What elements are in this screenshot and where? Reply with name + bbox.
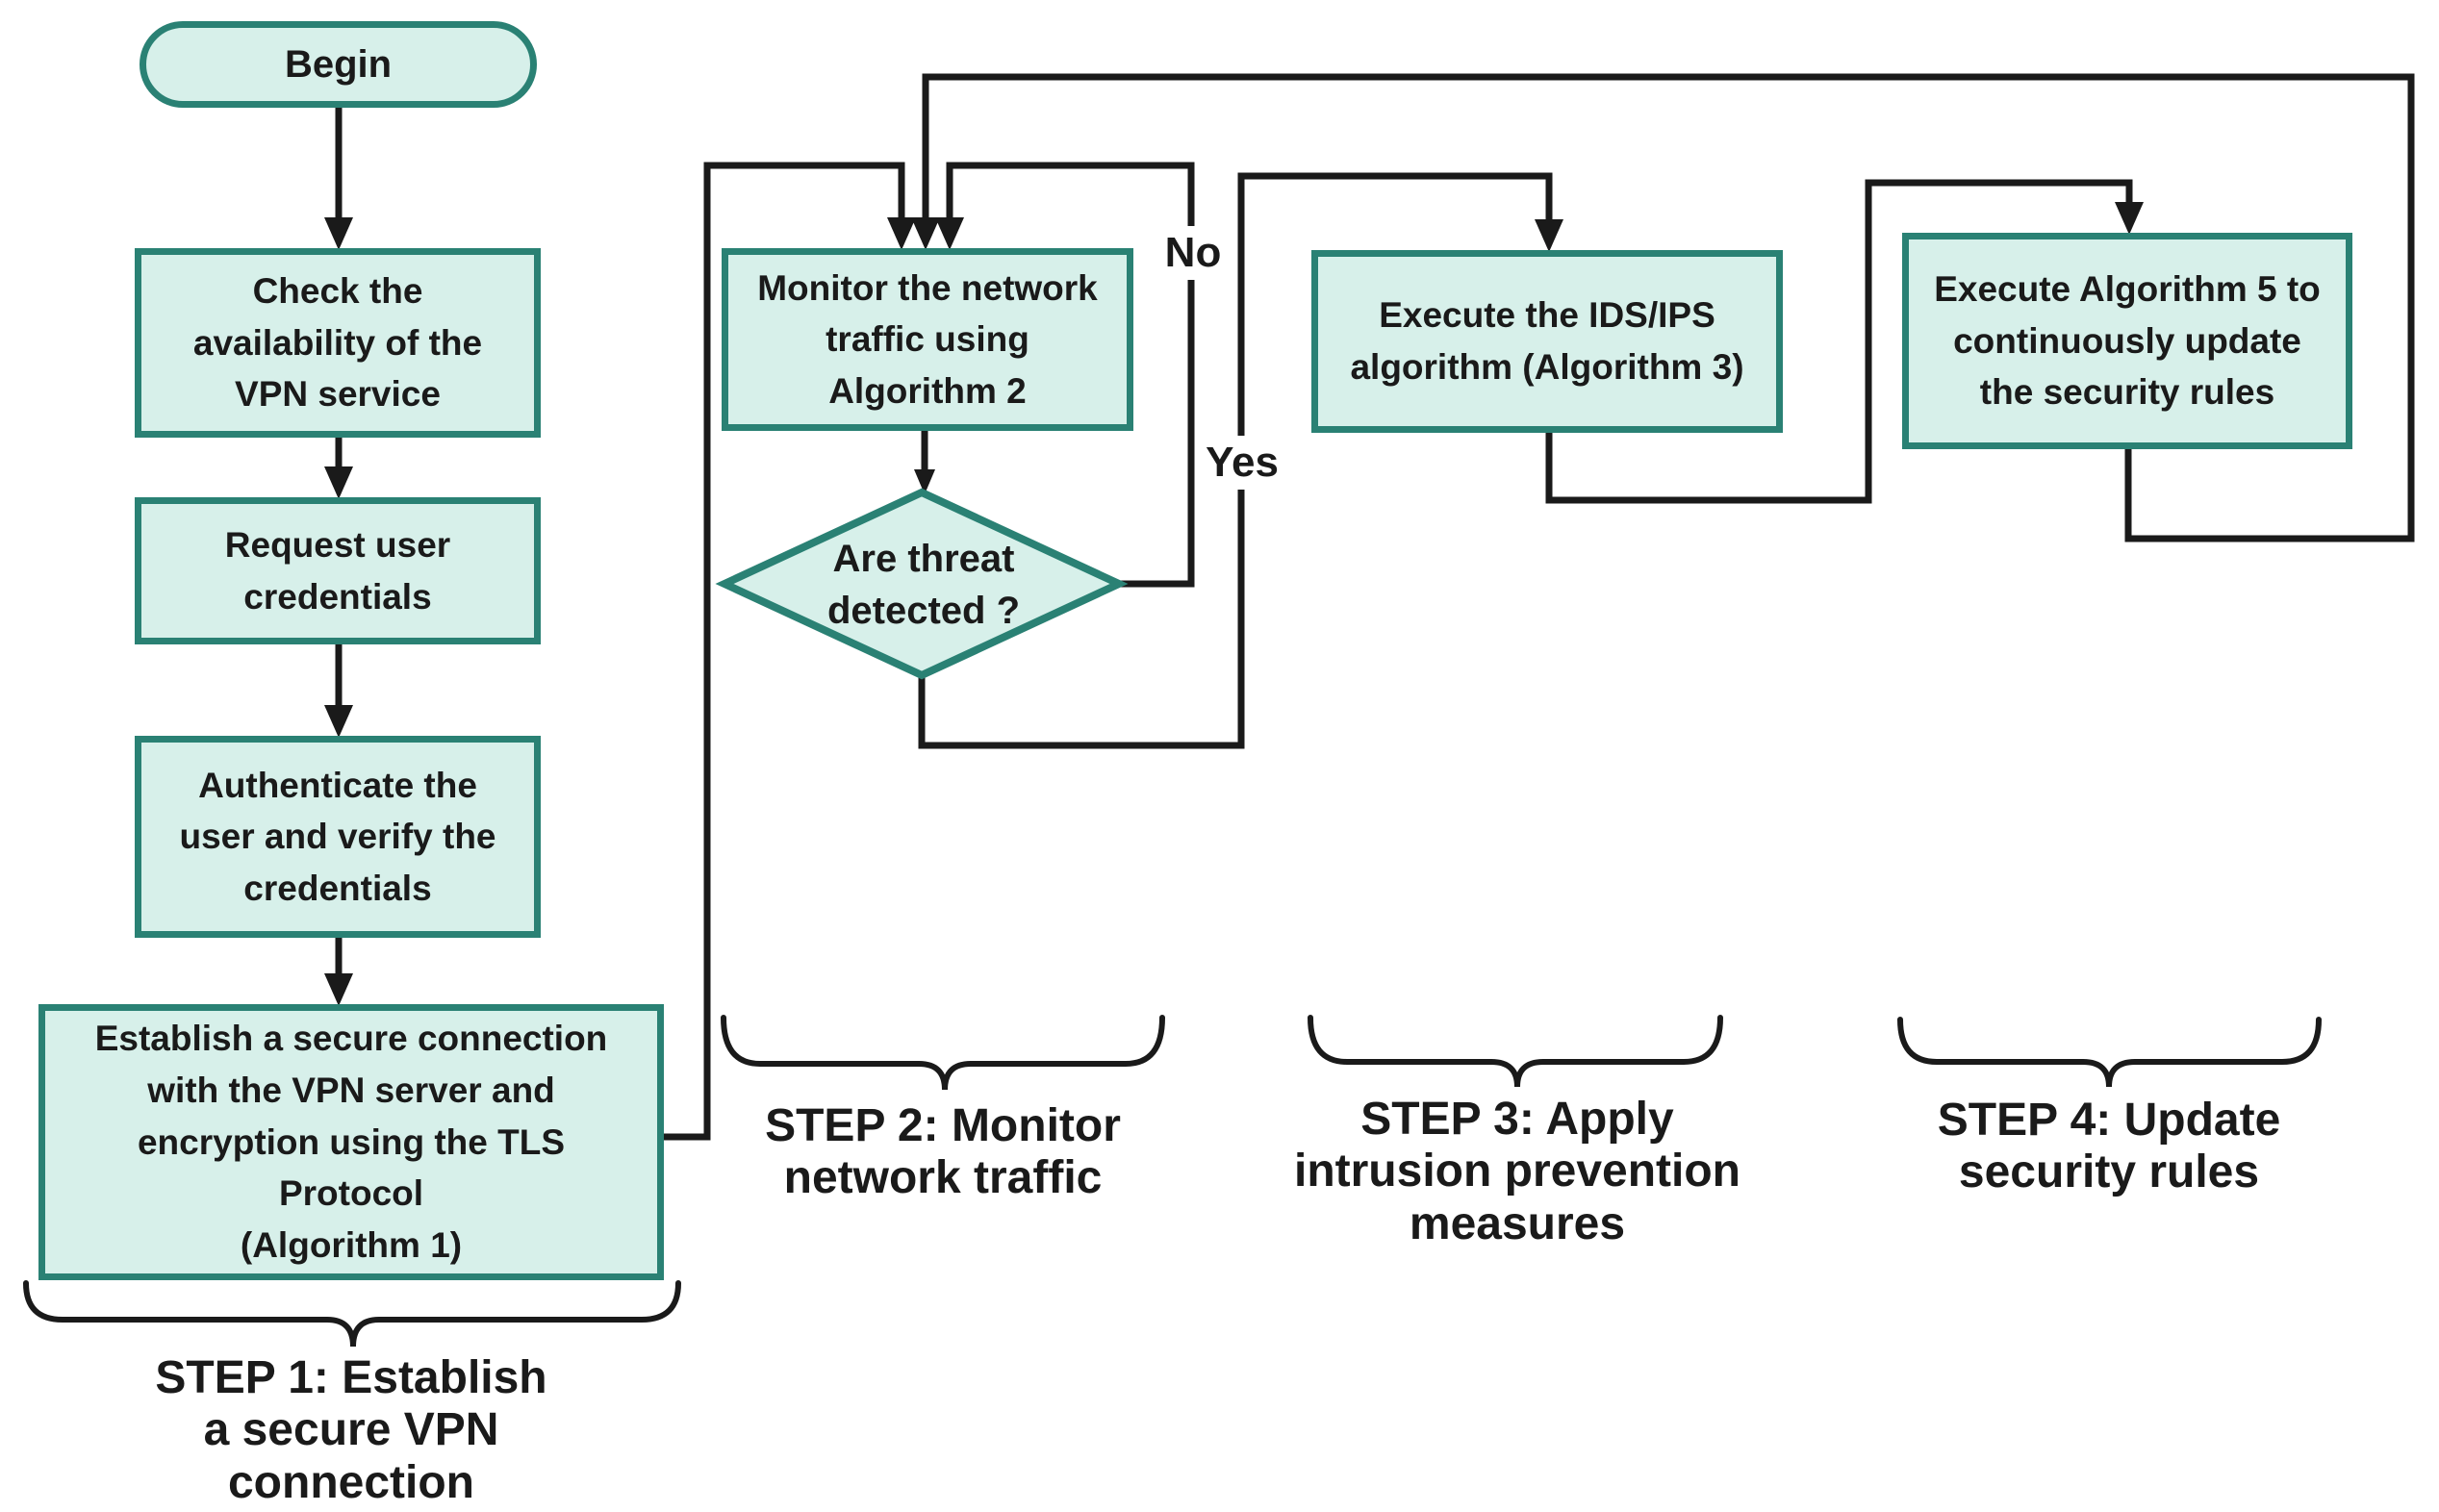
- node-monitor-traffic: Monitor the network traffic using Algori…: [722, 248, 1133, 431]
- step1-label: STEP 1: Establish a secure VPN connectio…: [155, 1352, 547, 1508]
- arrowhead-ids: [1535, 219, 1563, 252]
- edge-update-monitor-feedback: [922, 73, 2415, 542]
- edge-label-yes: Yes: [1199, 436, 1285, 490]
- node-begin-label: Begin: [284, 43, 393, 86]
- node-ids-ips: Execute the IDS/IPS algorithm (Algorithm…: [1311, 250, 1783, 433]
- node-threat-decision-label: Are threat detected ?: [826, 537, 1021, 632]
- step2-label: STEP 2: Monitor network traffic: [765, 1099, 1121, 1203]
- arrowhead-monitor-left: [887, 217, 916, 250]
- node-begin: Begin: [140, 21, 537, 108]
- node-update-rules: Execute Algorithm 5 to continuously upda…: [1902, 233, 2352, 449]
- decision-diamond: [715, 488, 1129, 680]
- node-check-vpn: Check the availability of the VPN servic…: [135, 248, 541, 438]
- arrowhead-request: [324, 466, 353, 499]
- node-monitor-traffic-label: Monitor the network traffic using Algori…: [757, 267, 1098, 411]
- arrowhead-monitor-mid: [911, 217, 940, 250]
- node-establish-tls: Establish a secure connection with the V…: [38, 1004, 664, 1280]
- arrowhead-update: [2115, 202, 2144, 235]
- node-establish-tls-label: Establish a secure connection with the V…: [94, 1019, 608, 1265]
- edge-decision-no-loop: [946, 162, 1195, 588]
- step3-label: STEP 3: Apply intrusion prevention measu…: [1293, 1094, 1740, 1249]
- node-check-vpn-label: Check the availability of the VPN servic…: [192, 271, 483, 415]
- arrowhead-monitor-right: [935, 217, 964, 250]
- brace-step1: [23, 1280, 681, 1348]
- step4-label: STEP 4: Update security rules: [1937, 1094, 2281, 1197]
- arrowhead-authenticate: [324, 705, 353, 738]
- brace-step3: [1308, 1015, 1723, 1088]
- edge-establish-monitor: [664, 162, 905, 1141]
- arrowhead-check: [324, 217, 353, 250]
- edge-ids-update: [1545, 179, 2133, 504]
- edge-label-no: No: [1153, 226, 1233, 280]
- node-authenticate-label: Authenticate the user and verify the cre…: [179, 765, 496, 908]
- node-request-credentials-label: Request user credentials: [224, 524, 451, 617]
- brace-step2: [721, 1015, 1165, 1091]
- arrowhead-decision: [914, 469, 935, 494]
- node-ids-ips-label: Execute the IDS/IPS algorithm (Algorithm…: [1350, 295, 1744, 387]
- node-update-rules-label: Execute Algorithm 5 to continuously upda…: [1934, 269, 2321, 413]
- node-authenticate: Authenticate the user and verify the cre…: [135, 736, 541, 938]
- arrowhead-establish: [324, 973, 353, 1006]
- node-request-credentials: Request user credentials: [135, 497, 541, 644]
- brace-step4: [1897, 1017, 2322, 1088]
